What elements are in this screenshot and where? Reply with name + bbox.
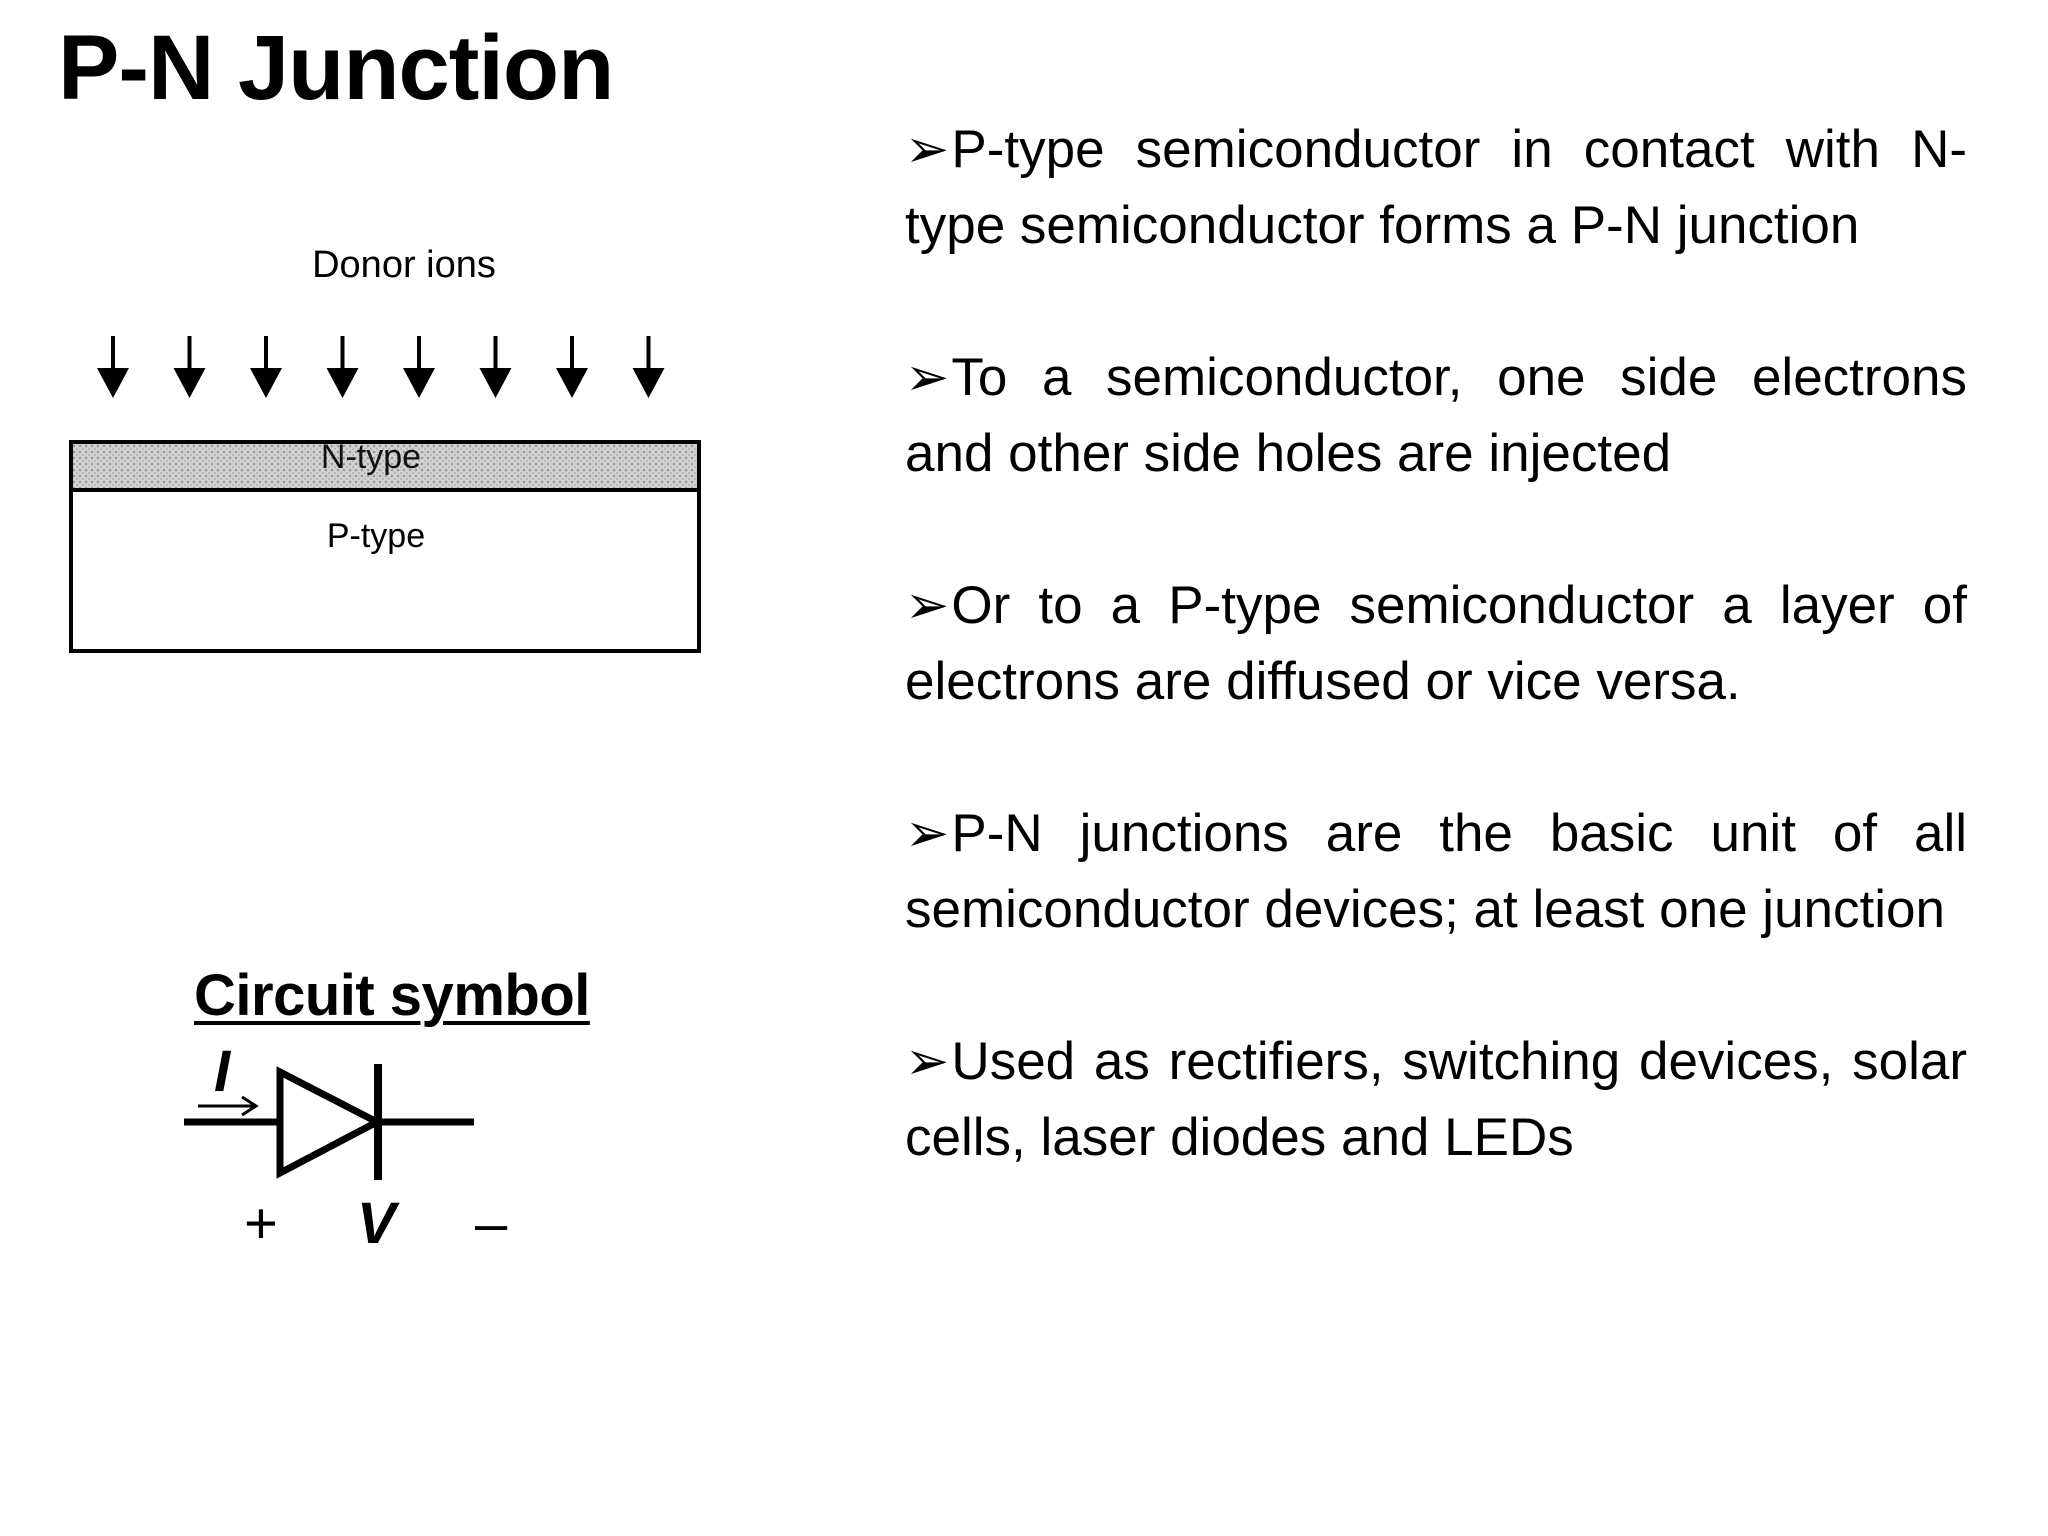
down-arrow-icon — [173, 336, 206, 398]
bullet-text: Or to a P-type semiconductor a layer of … — [905, 576, 1967, 711]
negative-terminal-label: – — [475, 1191, 508, 1256]
bullet-item: ➢P-type semiconductor in contact with N-… — [905, 112, 1967, 264]
bullet-text: To a semiconductor, one side electrons a… — [905, 348, 1967, 483]
bullet-text: Used as rectifiers, switching devices, s… — [905, 1032, 1967, 1167]
positive-terminal-label: + — [244, 1191, 278, 1256]
donor-ion-arrows — [97, 336, 665, 398]
arrowhead-bullet-icon: ➢ — [905, 120, 950, 179]
bullet-item: ➢P-N junctions are the basic unit of all… — [905, 796, 1967, 948]
arrowhead-bullet-icon: ➢ — [905, 804, 950, 863]
p-type-layer — [69, 488, 701, 653]
current-arrow-icon — [198, 1095, 259, 1117]
down-arrow-icon — [97, 336, 129, 398]
slide-title: P-N Junction — [58, 17, 614, 119]
down-arrow-icon — [250, 336, 282, 398]
down-arrow-icon — [403, 336, 435, 398]
arrowhead-bullet-icon: ➢ — [905, 1032, 950, 1091]
bullet-text: P-N junctions are the basic unit of all … — [905, 804, 1967, 939]
current-label: I — [214, 1039, 231, 1104]
bullet-text: P-type semiconductor in contact with N-t… — [905, 120, 1967, 255]
donor-ions-label: Donor ions — [312, 244, 496, 286]
diode-triangle — [276, 1066, 385, 1179]
diode-symbol — [184, 1064, 474, 1180]
n-type-label: N-type — [320, 438, 422, 476]
bullet-list: ➢P-type semiconductor in contact with N-… — [905, 112, 1967, 1176]
down-arrow-icon — [326, 336, 359, 398]
voltage-label: V — [357, 1191, 396, 1256]
bullet-item: ➢Used as rectifiers, switching devices, … — [905, 1024, 1967, 1176]
bullet-item: ➢To a semiconductor, one side electrons … — [905, 340, 1967, 492]
down-arrow-icon — [556, 336, 588, 398]
down-arrow-icon — [479, 336, 512, 398]
arrowhead-bullet-icon: ➢ — [905, 576, 950, 635]
bullet-item: ➢Or to a P-type semiconductor a layer of… — [905, 568, 1967, 720]
circuit-symbol-title: Circuit symbol — [194, 963, 590, 1028]
down-arrow-icon — [632, 336, 665, 398]
arrowhead-bullet-icon: ➢ — [905, 348, 950, 407]
p-type-label: P-type — [326, 517, 426, 555]
